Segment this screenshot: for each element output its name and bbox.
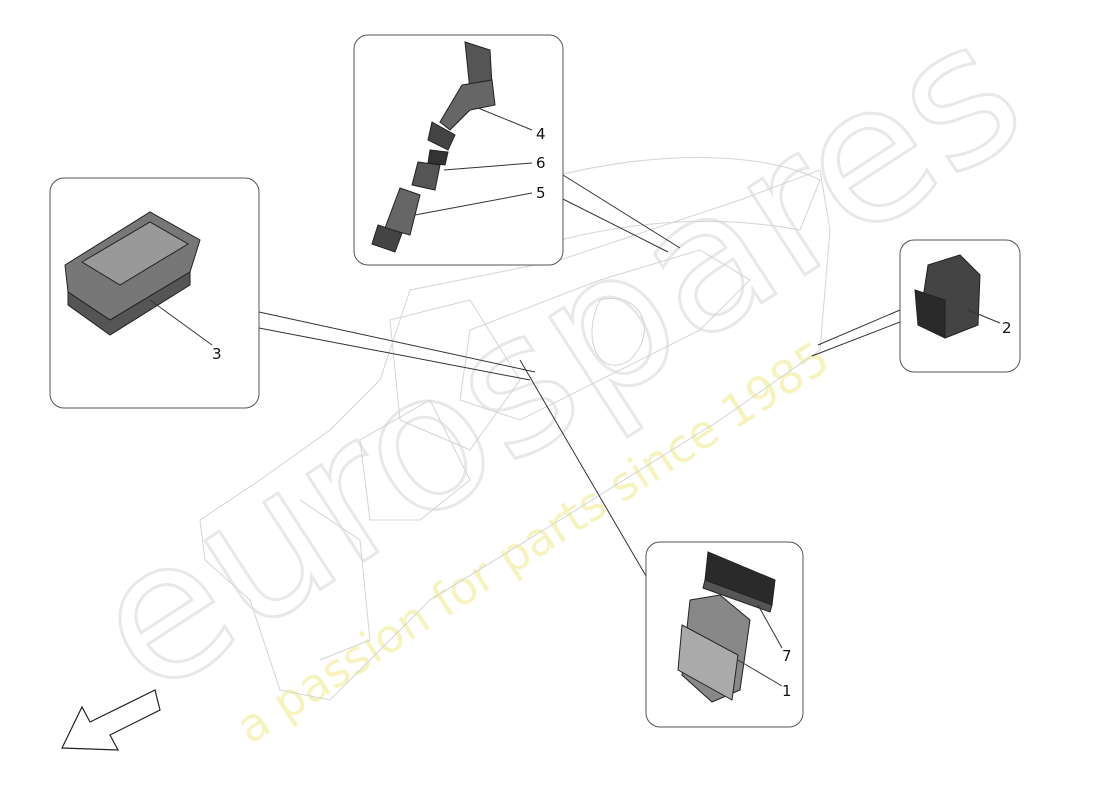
part-7[interactable] bbox=[702, 551, 776, 613]
arrow-front-left-icon bbox=[61, 689, 161, 751]
callout-1: 1 bbox=[782, 682, 792, 700]
part-4[interactable] bbox=[427, 41, 496, 151]
detail-box-right: 2 bbox=[899, 239, 1021, 373]
part-2[interactable] bbox=[914, 254, 981, 339]
part-1[interactable] bbox=[677, 594, 751, 703]
detail-box-bottom: 7 1 bbox=[645, 541, 804, 728]
part-3[interactable] bbox=[64, 211, 201, 336]
center-console-ghost bbox=[199, 157, 831, 701]
callout-2: 2 bbox=[1002, 319, 1012, 337]
part-6[interactable] bbox=[411, 149, 449, 191]
detail-box-left: 3 bbox=[49, 177, 260, 409]
detail-box-top: 4 6 5 bbox=[353, 34, 564, 266]
callout-7: 7 bbox=[782, 647, 792, 665]
part-5[interactable] bbox=[371, 187, 421, 253]
callout-3: 3 bbox=[212, 345, 222, 363]
callout-6: 6 bbox=[536, 154, 546, 172]
callout-5: 5 bbox=[536, 184, 546, 202]
callout-4: 4 bbox=[536, 125, 546, 143]
connector-lines bbox=[258, 174, 901, 601]
